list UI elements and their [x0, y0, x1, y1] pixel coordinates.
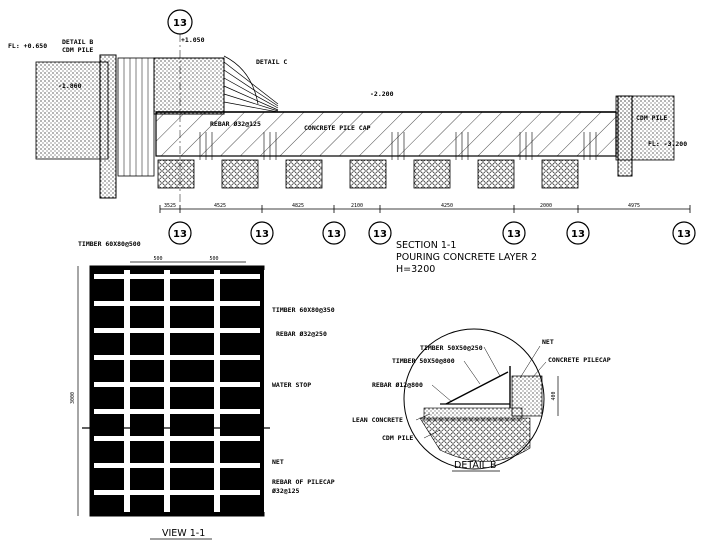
svg-text:2100: 2100 [351, 203, 363, 209]
svg-text:13: 13 [507, 229, 521, 240]
timber-horizontal [94, 490, 260, 495]
grid-bubble: 13 [368, 221, 392, 245]
svg-text:13: 13 [571, 229, 585, 240]
upper-concrete-block [153, 57, 225, 115]
pile-row [157, 159, 579, 189]
label-view-rebar: REBAR Ø32@250 [276, 330, 327, 338]
detail-pilecap [511, 375, 543, 417]
label-detail-c: DETAIL C [256, 58, 287, 66]
section-height-note: H=3200 [396, 264, 435, 275]
svg-text:13: 13 [173, 18, 187, 29]
label-view-net: NET [272, 458, 284, 466]
label-rebar: REBAR Ø32@125 [210, 120, 261, 128]
section-title: SECTION 1-1 [396, 240, 456, 251]
detail-dim: 400 [551, 391, 557, 400]
cdm-pile-right [617, 95, 633, 177]
svg-text:3525: 3525 [164, 203, 176, 209]
svg-text:4525: 4525 [214, 203, 226, 209]
view-1-1: 3000 500 500 TIMBER 60X80@500 TIMBER 60X… [70, 240, 335, 540]
detail-b: 400 TIMBER 50X50@250 TIMBER 50X50@800 NE… [352, 328, 611, 472]
label-timber-top: TIMBER 60X80@500 [78, 240, 141, 248]
section-subtitle: POURING CONCRETE LAYER 2 [396, 252, 537, 263]
grid-bubble: 13 [168, 221, 192, 245]
label-elev-mid: -2.200 [370, 90, 394, 98]
timber-vertical [264, 270, 270, 512]
label-lean-concrete: LEAN CONCRETE [352, 416, 403, 424]
svg-text:13: 13 [677, 229, 691, 240]
timber-horizontal [94, 301, 260, 306]
svg-text:13: 13 [255, 229, 269, 240]
soil-left [35, 61, 109, 160]
grid-bubble: 13 [322, 221, 346, 245]
svg-text:13: 13 [327, 229, 341, 240]
label-detail-b: DETAIL B [62, 38, 93, 46]
detail-c-struts [223, 55, 279, 113]
grid-bubble: 13 [672, 221, 696, 245]
timber-horizontal [94, 274, 260, 279]
label-rebar-pilecap-1: REBAR OF PILECAP [272, 478, 335, 486]
timber-horizontal [94, 355, 260, 360]
svg-text:2000: 2000 [540, 203, 552, 209]
view-frame [89, 265, 265, 517]
timber-vertical [164, 270, 170, 512]
grid-bubble: 13 [250, 221, 274, 245]
grid-bubble: 13 [566, 221, 590, 245]
label-left-small: -1.860 [58, 82, 82, 90]
label-pile-cap: CONCRETE PILE CAP [304, 124, 371, 132]
view-title: VIEW 1-1 [162, 528, 205, 539]
timber-horizontal [94, 436, 260, 441]
view-dim-left: 3000 [70, 392, 76, 404]
cdm-pile-left [99, 54, 117, 199]
svg-text:13: 13 [173, 229, 187, 240]
label-timber-1: TIMBER 50X50@250 [420, 344, 483, 352]
section-1-1: 13 [8, 9, 696, 275]
label-cdm-pile-right: CDM PILE [636, 114, 667, 122]
label-detail-rebar: REBAR Ø12@800 [372, 381, 423, 389]
label-water-stop: WATER STOP [272, 381, 311, 389]
detail-cdm-pile [419, 417, 531, 462]
view-dim-top-1: 500 [153, 256, 162, 262]
pile-cap-hatched [155, 111, 617, 157]
label-timber-2: TIMBER 50X50@800 [392, 357, 455, 365]
label-detail-net: NET [542, 338, 554, 346]
timber-horizontal [94, 382, 260, 387]
label-rebar-pilecap-2: Ø32@125 [271, 487, 299, 495]
sheet-wall [117, 57, 155, 177]
svg-text:13: 13 [373, 229, 387, 240]
view-dim-top-2: 500 [209, 256, 218, 262]
svg-text:4250: 4250 [441, 203, 453, 209]
detail-title: DETAIL B [454, 460, 497, 471]
timber-horizontal [94, 463, 260, 468]
svg-text:4975: 4975 [628, 203, 640, 209]
label-cdm-pile-left: CDM PILE [62, 46, 93, 54]
label-detail-cdm-pile: CDM PILE [382, 434, 413, 442]
timber-grid [82, 270, 270, 512]
grid-bubbles-bottom: 13 13 13 13 13 13 13 [168, 221, 696, 245]
timber-horizontal [94, 409, 260, 414]
detail-circle [403, 328, 545, 470]
svg-text:4825: 4825 [292, 203, 304, 209]
label-timber-right: TIMBER 60X80@350 [272, 306, 335, 314]
label-fl-right: FL: -3.200 [648, 140, 687, 148]
timber-vertical [214, 270, 220, 512]
timber-horizontal [94, 328, 260, 333]
timber-strut [445, 371, 509, 405]
section-dimension-line: 3525 4525 4825 2100 4250 2000 4975 [159, 203, 691, 213]
grid-bubble: 13 [502, 221, 526, 245]
timber-vertical [124, 270, 130, 512]
label-fl-top: FL: +0.650 [8, 42, 47, 50]
label-concrete-pilecap: CONCRETE PILECAP [548, 356, 611, 364]
label-elev-top: +1.050 [181, 36, 205, 44]
